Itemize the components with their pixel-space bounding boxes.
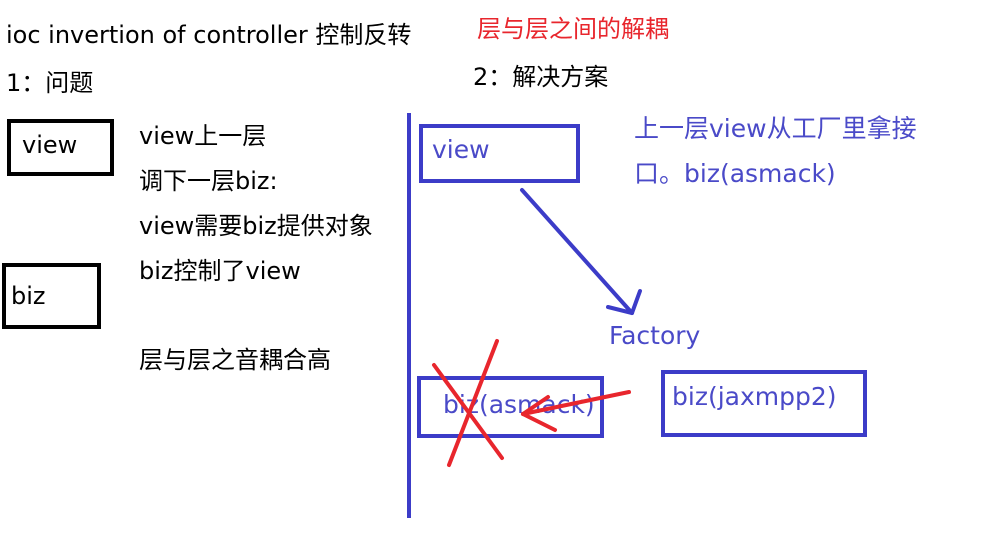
- solution-heading: 2：解决方案: [473, 63, 609, 91]
- view-box-solution-label: view: [432, 135, 490, 164]
- biz-jaxmpp2-label: biz(jaxmpp2): [672, 382, 837, 411]
- biz-jaxmpp2-box: biz(jaxmpp2): [661, 370, 867, 437]
- view-box-solution: view: [419, 124, 580, 183]
- view-box-problem: view: [7, 119, 114, 176]
- factory-label: Factory: [609, 321, 701, 350]
- solution-note-line2: 口。biz(asmack): [634, 159, 836, 188]
- note-view-upper-layer: view上一层: [139, 122, 267, 150]
- arrow-view-to-factory: [520, 188, 642, 315]
- view-box-label: view: [22, 131, 78, 159]
- page-title: ioc invertion of controller 控制反转: [6, 21, 412, 49]
- subtitle-decoupling: 层与层之间的解耦: [477, 15, 669, 43]
- note-view-needs-biz: view需要biz提供对象: [139, 212, 373, 240]
- note-high-coupling: 层与层之音耦合高: [139, 346, 331, 374]
- arrow-into-biz-asmack: [521, 390, 631, 432]
- biz-box-label: biz: [11, 282, 46, 310]
- note-call-lower-biz: 调下一层biz:: [139, 167, 278, 195]
- cross-out-mark: [432, 339, 504, 467]
- biz-box-problem: biz: [2, 263, 101, 329]
- solution-note-line1: 上一层view从工厂里拿接: [634, 114, 917, 143]
- note-biz-controls-view: biz控制了view: [139, 257, 301, 285]
- problem-heading: 1：问题: [6, 69, 94, 97]
